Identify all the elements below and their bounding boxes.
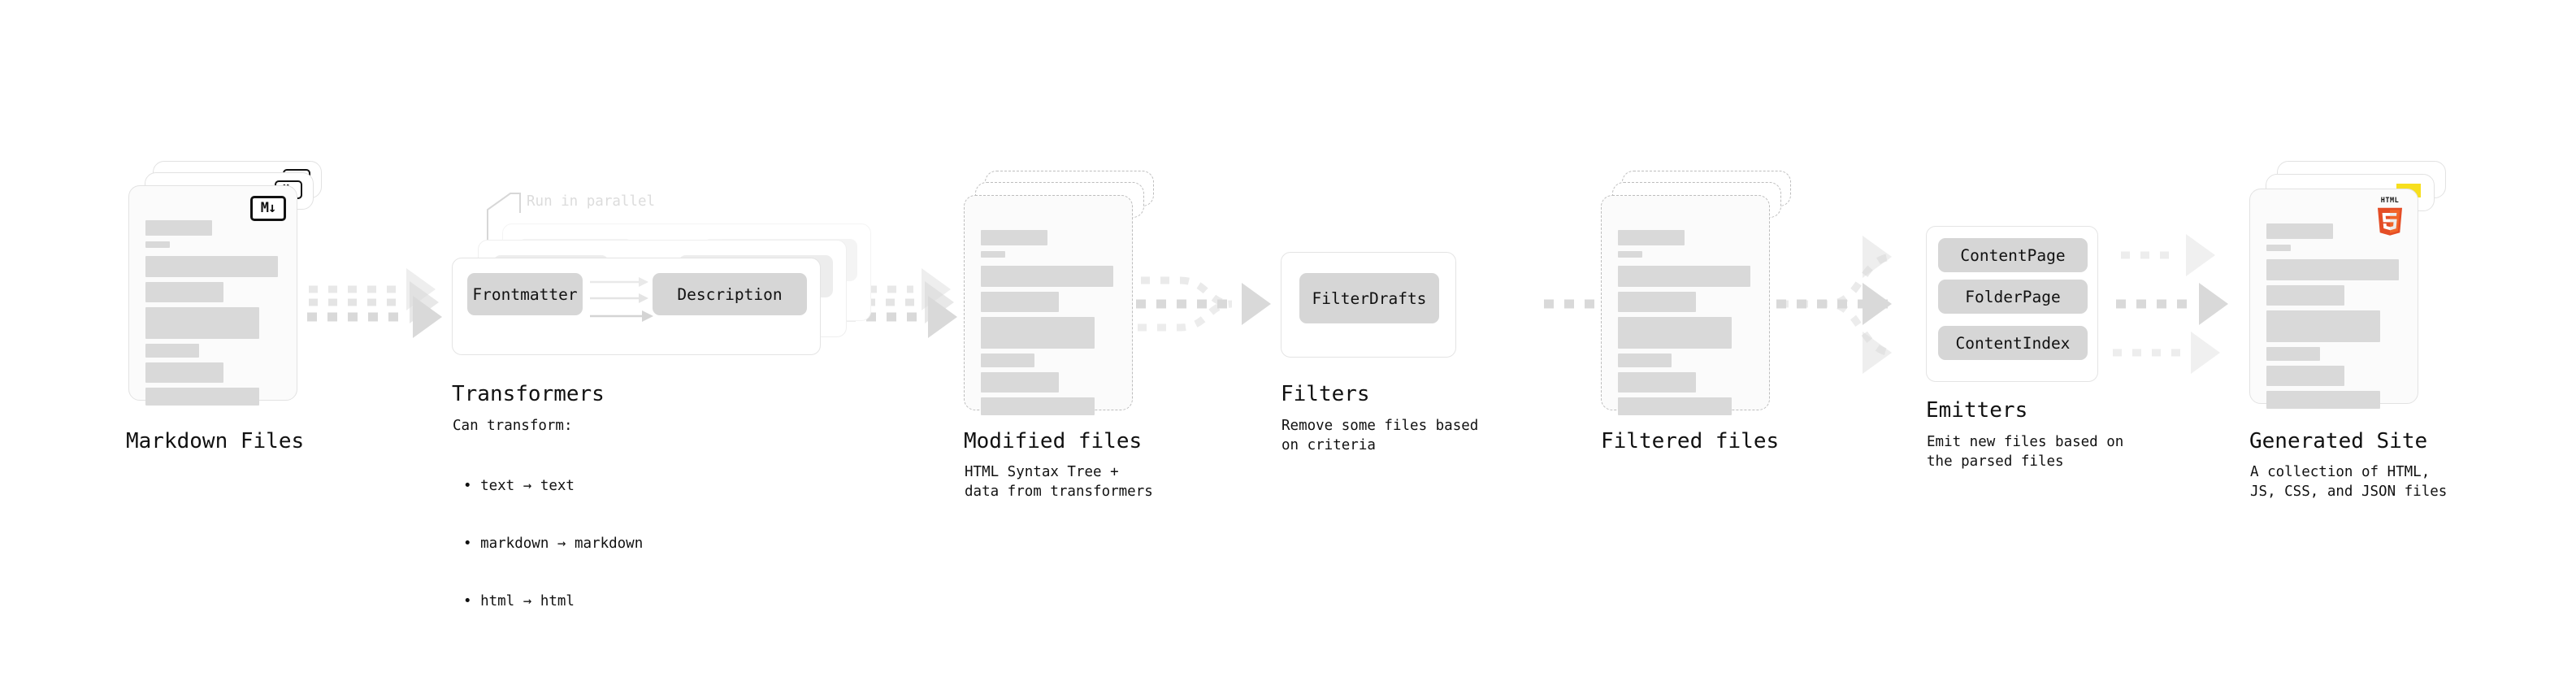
bullet-item: • html → html [463,593,575,609]
skeleton-bar [145,307,259,339]
transformers-description: Can transform: [453,418,573,434]
skeleton-bar [145,282,223,302]
skeleton-bar [145,220,212,236]
transformer-pill-frontmatter[interactable]: Frontmatter [467,273,583,315]
arrow-filtered-to-emitters [1776,236,1894,374]
skeleton-bar [2266,391,2380,409]
skeleton-bar [2266,245,2291,251]
arrow-markdown-to-transformers [307,268,442,338]
emitters-description: Emit new files based on the parsed files [1927,434,2124,470]
skeleton-bar [2266,259,2399,280]
transformer-pill-description[interactable]: Description [653,273,807,315]
modified-files-description: HTML Syntax Tree + data from transformer… [965,464,1153,500]
generated-site-description: A collection of HTML, JS, CSS, and JSON … [2250,464,2448,500]
skeleton-bar [1618,397,1732,415]
skeleton-bar [981,372,1059,393]
stage-title-generated-site: Generated Site [2249,429,2428,453]
bullet-item: • markdown → markdown [463,536,644,553]
skeleton-bar [1618,372,1696,393]
emitter-pill-contentindex[interactable]: ContentIndex [1938,326,2088,360]
skeleton-bar [145,362,223,383]
skeleton-bar [2266,347,2320,361]
emitter-pill-folderpage[interactable]: FolderPage [1938,280,2088,314]
skeleton-bar [2266,285,2344,306]
skeleton-bar [1618,354,1672,367]
transformer-inner-arrows [590,277,653,322]
stage-title-transformers: Transformers [452,382,605,406]
stage-title-filtered-files: Filtered files [1601,429,1780,453]
stage-title-emitters: Emitters [1926,398,2028,423]
skeleton-bar [145,256,278,277]
callout-run-in-parallel: Run in parallel [527,193,656,210]
stage-title-filters: Filters [1281,382,1370,406]
markdown-badge: M↓ [250,196,286,221]
transformer-card-front: Frontmatter Description [452,258,821,355]
transformers-bullets: • text → text • markdown → markdown • ht… [463,439,643,650]
skeleton-bar [145,241,170,248]
skeleton-bar [1618,230,1685,245]
skeleton-bar [981,292,1059,312]
skeleton-bar [2266,366,2344,386]
html5-icon: HTML [2374,197,2406,236]
filter-pill-filterdrafts[interactable]: FilterDrafts [1299,273,1439,323]
skeleton-bar [981,397,1095,415]
site-card-html: HTML [2249,189,2418,409]
markdown-card-front: M↓ [128,185,297,406]
skeleton-bar [981,266,1113,287]
skeleton-bar [981,354,1034,367]
emitters-card: ContentPage FolderPage ContentIndex [1926,226,2098,382]
skeleton-bar [1618,251,1642,258]
skeleton-bar [2266,310,2380,342]
stage-title-markdown-files: Markdown Files [126,429,305,453]
skeleton-bar [1618,266,1750,287]
skeleton-bar [1618,317,1732,349]
modified-card-front [964,195,1133,415]
arrow-emitters-to-site [2113,234,2228,374]
skeleton-bar [145,388,259,406]
skeleton-bar [145,344,199,358]
filters-description: Remove some files based on criteria [1281,418,1479,453]
skeleton-bar [1618,292,1696,312]
stage-title-modified-files: Modified files [964,429,1143,453]
filtered-card-front [1601,195,1770,415]
bullet-item: • text → text [463,478,575,495]
skeleton-bar [2266,223,2333,239]
arrow-modified-to-filters [1136,276,1271,332]
emitter-pill-contentpage[interactable]: ContentPage [1938,238,2088,272]
skeleton-bar [981,251,1005,258]
skeleton-bar [981,230,1047,245]
skeleton-bar [981,317,1095,349]
filters-card: FilterDrafts [1281,252,1456,358]
